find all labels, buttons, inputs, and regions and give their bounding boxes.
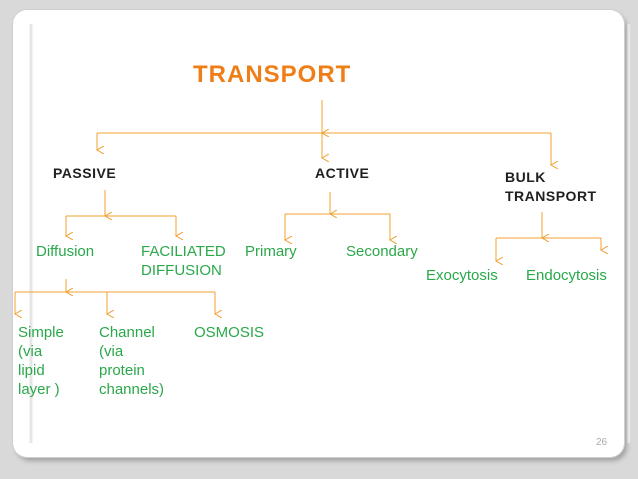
connector-diffusion — [15, 279, 215, 314]
node-primary: Primary — [245, 243, 297, 260]
node-facilitated-diffusion: FACILIATED DIFFUSION — [141, 243, 226, 279]
node-secondary: Secondary — [346, 243, 418, 260]
node-diffusion: Diffusion — [36, 243, 95, 260]
category-passive: PASSIVE — [53, 165, 117, 181]
connector-passive — [66, 190, 176, 236]
page-number: 26 — [596, 437, 608, 448]
node-endocytosis: Endocytosis — [526, 267, 607, 284]
node-osmosis: OSMOSIS — [194, 324, 265, 341]
category-active: ACTIVE — [315, 165, 370, 181]
title-transport: TRANSPORT — [193, 61, 352, 88]
connector-active — [285, 192, 390, 240]
connector-bulk — [496, 212, 601, 261]
node-channel: Channel (via protein channels) — [99, 324, 165, 398]
connector-transport — [97, 100, 551, 165]
node-exocytosis: Exocytosis — [426, 267, 498, 284]
category-bulk-transport: BULK TRANSPORT — [505, 169, 597, 204]
node-simple-diffusion: Simple (via lipid layer ) — [18, 324, 64, 398]
slide — [13, 10, 631, 457]
